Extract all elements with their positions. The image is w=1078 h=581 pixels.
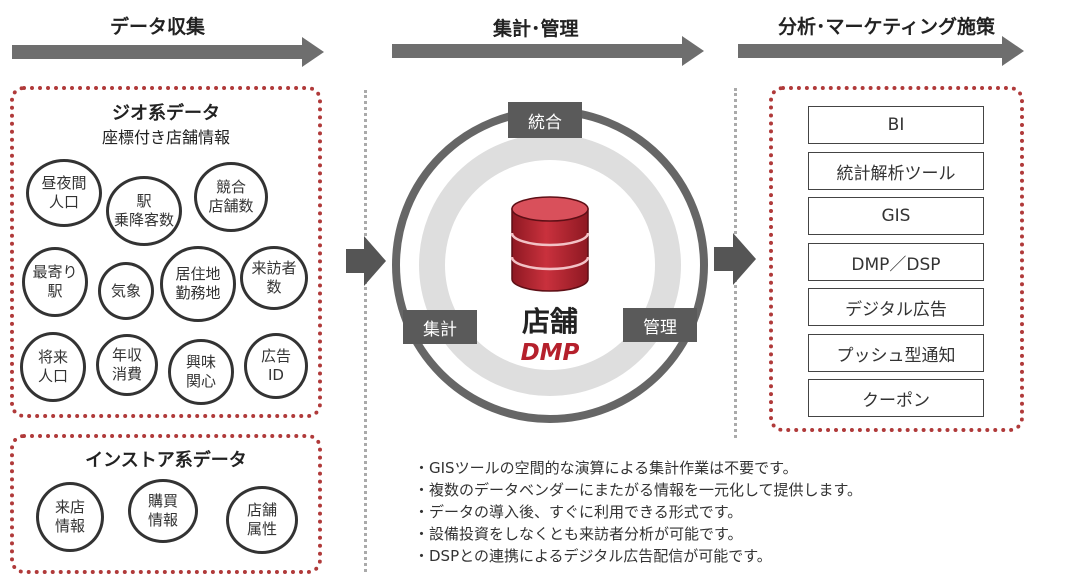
tools-box bbox=[769, 86, 1024, 432]
database-icon bbox=[510, 196, 590, 292]
header-arrow-collect bbox=[12, 37, 324, 67]
geo-data-title: ジオ系データ bbox=[112, 103, 220, 124]
tool-coupon: クーポン bbox=[808, 379, 984, 417]
tool-statistical-analysis: 統計解析ツール bbox=[808, 152, 984, 190]
divider-left bbox=[364, 90, 367, 572]
geo-item-day-night-population: 昼夜間 人口 bbox=[26, 159, 102, 227]
header-analysis-marketing: 分析･マーケティング施策 bbox=[778, 16, 995, 38]
note-5: ・DSPとの連携によるデジタル広告配信が可能です。 bbox=[414, 547, 772, 565]
dmp-tag-aggregate: 集計 bbox=[403, 310, 477, 344]
geo-data-box bbox=[10, 86, 322, 418]
tool-push-notification: プッシュ型通知 bbox=[808, 334, 984, 372]
geo-item-visitor-count: 来訪者 数 bbox=[240, 246, 308, 310]
note-2: ・複数のデータベンダーにまたがる情報を一元化して提供します。 bbox=[414, 481, 863, 499]
header-arrow-analyze bbox=[738, 36, 1024, 66]
header-aggregate-manage: 集計･管理 bbox=[493, 18, 579, 40]
dmp-tag-manage: 管理 bbox=[623, 308, 697, 342]
geo-item-station-passengers: 駅 乗降客数 bbox=[106, 176, 182, 246]
header-arrow-aggregate bbox=[392, 36, 704, 66]
geo-item-residence-workplace: 居住地 勤務地 bbox=[160, 246, 236, 322]
geo-item-weather: 気象 bbox=[98, 262, 154, 320]
instore-item-visit-info: 来店 情報 bbox=[36, 482, 104, 552]
instore-data-title: インストア系データ bbox=[85, 450, 247, 471]
instore-item-purchase-info: 購買 情報 bbox=[128, 479, 198, 543]
instore-data-box bbox=[10, 434, 322, 574]
tool-bi: BI bbox=[808, 106, 984, 144]
dmp-name: 店舗 bbox=[521, 305, 578, 338]
note-3: ・データの導入後、すぐに利用できる形式です。 bbox=[414, 503, 743, 521]
tool-digital-ads: デジタル広告 bbox=[808, 288, 984, 326]
instore-item-store-attributes: 店舗 属性 bbox=[226, 486, 298, 554]
flow-arrow-right bbox=[714, 233, 756, 285]
geo-item-competitor-stores: 競合 店舗数 bbox=[194, 162, 268, 232]
geo-item-nearest-station: 最寄り 駅 bbox=[22, 247, 88, 317]
dmp-tag-integrate: 統合 bbox=[508, 102, 582, 138]
geo-item-future-population: 将来 人口 bbox=[20, 332, 86, 402]
note-1: ・GISツールの空間的な演算による集計作業は不要です。 bbox=[414, 459, 798, 477]
note-4: ・設備投資をしなくとも来訪者分析が可能です。 bbox=[414, 525, 743, 543]
tool-dmp-dsp: DMP／DSP bbox=[808, 243, 984, 281]
tool-gis: GIS bbox=[808, 197, 984, 235]
header-data-collection: データ収集 bbox=[110, 16, 206, 38]
flow-arrow-left bbox=[346, 236, 386, 286]
geo-item-income-consumption: 年収 消費 bbox=[96, 334, 158, 396]
dmp-brand: DMP bbox=[520, 340, 580, 366]
geo-item-interests: 興味 関心 bbox=[168, 339, 234, 405]
geo-data-subtitle: 座標付き店舗情報 bbox=[101, 128, 230, 147]
geo-item-ad-id: 広告 ID bbox=[244, 333, 308, 399]
